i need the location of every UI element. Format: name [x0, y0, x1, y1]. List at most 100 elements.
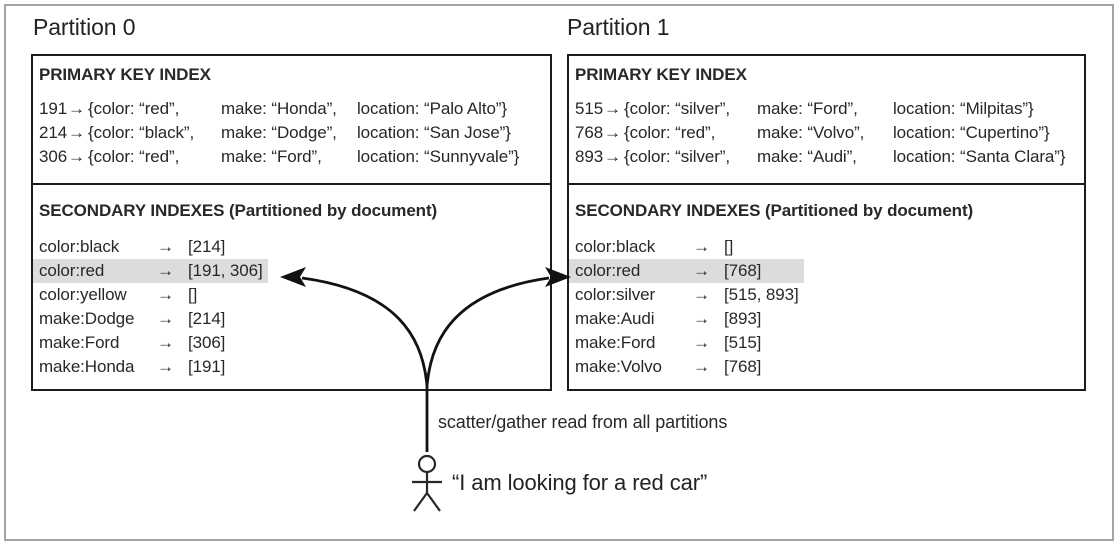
index-postings: [893]	[724, 309, 762, 328]
maps-to-arrow: →	[68, 123, 85, 142]
secondary-index-row-highlighted: color:red → [768]	[569, 259, 1078, 283]
index-postings: [306]	[188, 333, 226, 352]
primary-key-row: 893 → {color: “silver”, make: “Audi”, lo…	[575, 145, 1078, 169]
index-postings: [768]	[724, 357, 762, 376]
doc-location-field: location: “Palo Alto”}	[357, 99, 507, 118]
partition0-title: Partition 0	[33, 14, 136, 40]
doc-color-field: {color: “red”,	[624, 123, 716, 142]
secondary-index-rows: color:black → [214] color:red → [191, 30…	[33, 235, 544, 379]
index-key: make:Audi	[575, 309, 655, 328]
doc-color-field: {color: “silver”,	[624, 99, 730, 118]
index-key: color:yellow	[39, 285, 127, 304]
doc-make-field: make: “Ford”,	[221, 147, 322, 166]
primary-key-row: 768 → {color: “red”, make: “Volvo”, loca…	[575, 121, 1078, 145]
primary-key-row: 515 → {color: “silver”, make: “Ford”, lo…	[575, 97, 1078, 121]
scatter-gather-label: scatter/gather read from all partitions	[438, 412, 728, 432]
doc-id: 191	[39, 99, 68, 118]
primary-key-row: 214 → {color: “black”, make: “Dodge”, lo…	[39, 121, 544, 145]
doc-id: 515	[575, 99, 604, 118]
secondary-indexes-header: SECONDARY INDEXES (Partitioned by docume…	[575, 201, 974, 220]
maps-to-arrow: →	[693, 261, 710, 280]
maps-to-arrow: →	[157, 333, 174, 352]
secondary-index-row-highlighted: color:red → [191, 306]	[33, 259, 544, 283]
primary-key-index-header: PRIMARY KEY INDEX	[575, 65, 747, 84]
index-postings: [191]	[188, 357, 226, 376]
doc-color-field: {color: “black”,	[88, 123, 195, 142]
partition1-primary-key-index-section: PRIMARY KEY INDEX 515 → {color: “silver”…	[569, 56, 1084, 185]
doc-color-field: {color: “silver”,	[624, 147, 730, 166]
doc-location-field: location: “Sunnyvale”}	[357, 147, 520, 166]
index-key: color:black	[575, 237, 656, 256]
index-key: color:black	[39, 237, 120, 256]
maps-to-arrow: →	[693, 285, 710, 304]
user-query-quote: “I am looking for a red car”	[452, 470, 708, 495]
index-postings: [768]	[724, 261, 762, 280]
doc-id: 214	[39, 123, 68, 142]
index-postings: [515]	[724, 333, 762, 352]
index-key: make:Ford	[575, 333, 656, 352]
index-postings: []	[188, 285, 198, 304]
maps-to-arrow: →	[693, 237, 710, 256]
secondary-index-row: make:Ford → [306]	[33, 331, 544, 355]
maps-to-arrow: →	[157, 357, 174, 376]
partition1-title: Partition 1	[567, 14, 670, 40]
secondary-index-rows: color:black → [] color:red → [768] color…	[569, 235, 1078, 379]
primary-key-rows: 515 → {color: “silver”, make: “Ford”, lo…	[575, 97, 1078, 169]
maps-to-arrow: →	[604, 99, 621, 118]
partition0-secondary-indexes-section: SECONDARY INDEXES (Partitioned by docume…	[33, 185, 550, 379]
secondary-index-row: color:yellow → []	[33, 283, 544, 307]
secondary-index-row: make:Volvo → [768]	[569, 355, 1078, 379]
secondary-index-row: color:black → []	[569, 235, 1078, 259]
primary-key-rows: 191 → {color: “red”, make: “Honda”, loca…	[39, 97, 544, 169]
doc-location-field: location: “Santa Clara”}	[893, 147, 1066, 166]
primary-key-row: 191 → {color: “red”, make: “Honda”, loca…	[39, 97, 544, 121]
index-postings: [214]	[188, 237, 226, 256]
secondary-index-row: color:black → [214]	[33, 235, 544, 259]
partition1-box: PRIMARY KEY INDEX 515 → {color: “silver”…	[567, 54, 1086, 391]
doc-make-field: make: “Audi”,	[757, 147, 857, 166]
index-postings: [515, 893]	[724, 285, 799, 304]
secondary-index-row: make:Audi → [893]	[569, 307, 1078, 331]
doc-location-field: location: “Milpitas”}	[893, 99, 1034, 118]
partition0-box: PRIMARY KEY INDEX 191 → {color: “red”, m…	[31, 54, 552, 391]
partition1-secondary-indexes-section: SECONDARY INDEXES (Partitioned by docume…	[569, 185, 1084, 379]
partition0-primary-key-index-section: PRIMARY KEY INDEX 191 → {color: “red”, m…	[33, 56, 550, 185]
maps-to-arrow: →	[157, 285, 174, 304]
index-key: make:Volvo	[575, 357, 662, 376]
maps-to-arrow: →	[604, 147, 621, 166]
maps-to-arrow: →	[693, 309, 710, 328]
maps-to-arrow: →	[693, 333, 710, 352]
doc-location-field: location: “Cupertino”}	[893, 123, 1050, 142]
doc-color-field: {color: “red”,	[88, 147, 180, 166]
doc-make-field: make: “Ford”,	[757, 99, 858, 118]
index-key: color:red	[575, 261, 641, 280]
secondary-index-row: make:Dodge → [214]	[33, 307, 544, 331]
primary-key-index-header: PRIMARY KEY INDEX	[39, 65, 211, 84]
index-postings: [191, 306]	[188, 261, 263, 280]
index-key: make:Dodge	[39, 309, 135, 328]
index-postings: []	[724, 237, 734, 256]
maps-to-arrow: →	[157, 309, 174, 328]
doc-id: 893	[575, 147, 604, 166]
doc-id: 306	[39, 147, 68, 166]
secondary-index-row: make:Ford → [515]	[569, 331, 1078, 355]
maps-to-arrow: →	[68, 99, 85, 118]
index-postings: [214]	[188, 309, 226, 328]
maps-to-arrow: →	[604, 123, 621, 142]
secondary-index-row: make:Honda → [191]	[33, 355, 544, 379]
doc-location-field: location: “San Jose”}	[357, 123, 511, 142]
doc-color-field: {color: “red”,	[88, 99, 180, 118]
maps-to-arrow: →	[68, 147, 85, 166]
doc-make-field: make: “Honda”,	[221, 99, 337, 118]
maps-to-arrow: →	[157, 237, 174, 256]
doc-make-field: make: “Volvo”,	[757, 123, 865, 142]
primary-key-row: 306 → {color: “red”, make: “Ford”, locat…	[39, 145, 544, 169]
index-key: make:Ford	[39, 333, 120, 352]
secondary-indexes-header: SECONDARY INDEXES (Partitioned by docume…	[39, 201, 438, 220]
index-key: make:Honda	[39, 357, 135, 376]
secondary-index-row: color:silver → [515, 893]	[569, 283, 1078, 307]
figure-border-frame	[4, 4, 1114, 541]
index-key: color:red	[39, 261, 105, 280]
maps-to-arrow: →	[157, 261, 174, 280]
